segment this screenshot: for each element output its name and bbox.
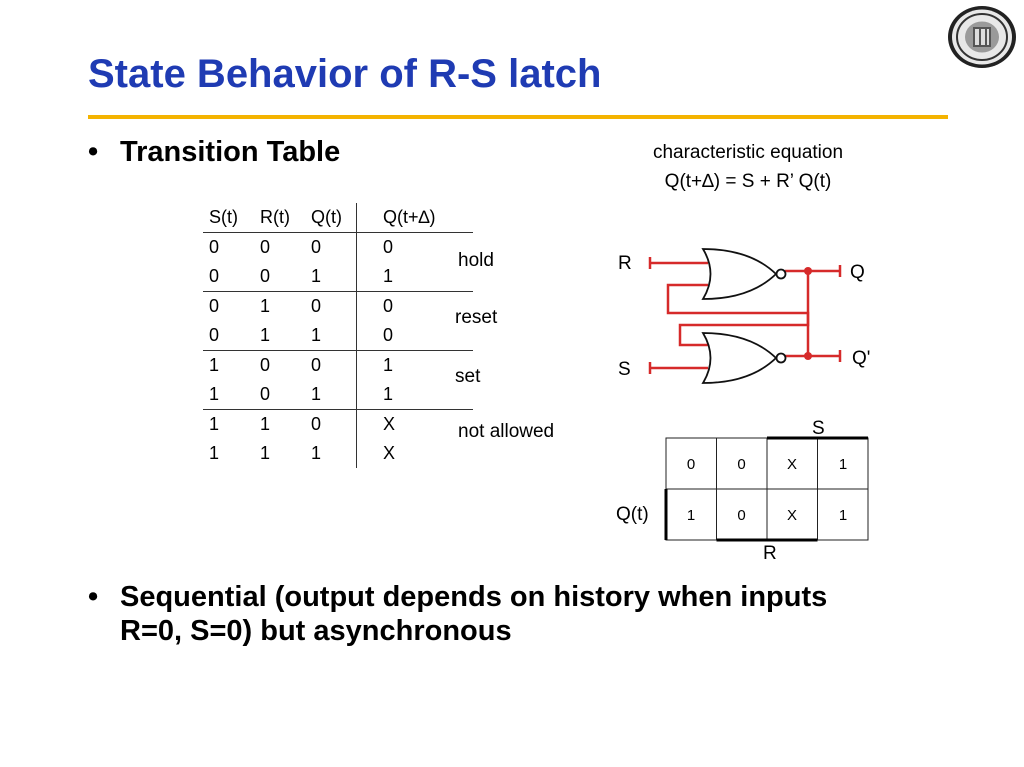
table-cell: 1 <box>260 414 271 434</box>
latch-wires <box>648 257 842 374</box>
table-cell: 1 <box>305 321 357 351</box>
table-header: R(t) <box>254 203 305 233</box>
table-row: 1 0 0 1 <box>203 350 473 380</box>
table-cell: 0 <box>254 262 305 292</box>
input-label-r: R <box>618 253 632 274</box>
table-cell: 0 <box>311 355 322 375</box>
kmap-cell: 1 <box>839 456 847 473</box>
kmap-label-s: S <box>812 418 825 439</box>
table-cell: 1 <box>203 380 254 410</box>
table-cell: 1 <box>305 262 357 292</box>
bullet-text: Sequential (output depends on history wh… <box>120 581 828 647</box>
table-cell: 1 <box>356 380 473 410</box>
table-header: Q(t+∆) <box>356 203 473 233</box>
rs-latch-diagram: R S Q Q' <box>618 248 870 384</box>
kmap-cell: 0 <box>737 507 745 524</box>
junction-dot-q-prime <box>804 352 812 360</box>
table-cell: 0 <box>260 355 271 375</box>
table-cell: 1 <box>260 443 271 463</box>
table-cell: 0 <box>356 321 473 351</box>
table-row: 0 1 0 0 <box>203 291 473 321</box>
slide-title: State Behavior of R-S latch <box>88 52 602 96</box>
equation-formula: Q(t+∆) = S + R’ Q(t) <box>664 171 832 192</box>
table-cell: 0 <box>311 237 322 257</box>
table-cell: 1 <box>260 296 271 316</box>
kmap-cell: X <box>787 507 797 524</box>
university-seal-logo <box>948 6 1016 68</box>
transition-table: S(t) R(t) Q(t) Q(t+∆) 0 0 0 0 0 0 1 1 0 … <box>203 203 473 468</box>
output-label-q-prime: Q' <box>852 348 870 369</box>
bullet-text: Transition Table <box>120 136 341 168</box>
table-cell: 0 <box>311 414 322 434</box>
kmap-cell: 1 <box>839 507 847 524</box>
kmap-cell: X <box>787 456 797 473</box>
nor-gate-upper <box>701 248 787 300</box>
table-cell: 0 <box>311 296 322 316</box>
karnaugh-map: S Q(t) R 0 0 X 1 1 0 X 1 <box>616 418 869 564</box>
table-cell: 0 <box>209 296 220 316</box>
kmap-cell: 0 <box>687 456 695 473</box>
equation-label: characteristic equation <box>652 142 844 163</box>
table-cell: 0 <box>203 262 254 292</box>
table-cell: X <box>356 409 473 439</box>
nor-gate-lower <box>701 332 787 384</box>
table-cell: 1 <box>209 443 220 463</box>
table-cell: 0 <box>254 380 305 410</box>
table-cell: 1 <box>311 443 322 463</box>
table-header: Q(t) <box>305 203 357 233</box>
table-row: 1 0 1 1 <box>203 380 473 410</box>
group-label-set: set <box>455 366 481 387</box>
kmap-label-qt: Q(t) <box>616 504 649 525</box>
table-header-row: S(t) R(t) Q(t) Q(t+∆) <box>203 203 473 233</box>
table-cell: 1 <box>209 414 220 434</box>
table-cell: X <box>356 439 473 468</box>
bullet-marker: • <box>88 581 99 613</box>
table-header: S(t) <box>203 203 254 233</box>
group-label-reset: reset <box>455 307 498 328</box>
table-cell: 0 <box>356 232 473 262</box>
table-cell: 1 <box>209 355 220 375</box>
junction-dot-q <box>804 267 812 275</box>
bullet-sequential: • Sequential (output depends on history … <box>88 580 880 648</box>
table-cell: 1 <box>356 262 473 292</box>
table-row: 1 1 0 X <box>203 409 473 439</box>
bullet-marker: • <box>88 136 99 168</box>
kmap-grid <box>665 437 869 541</box>
kmap-variable-bars <box>664 436 868 542</box>
table-cell: 0 <box>356 291 473 321</box>
table-cell: 1 <box>254 321 305 351</box>
kmap-label-r: R <box>763 543 777 564</box>
bullet-transition-table: • Transition Table <box>88 136 341 169</box>
table-row: 0 0 1 1 <box>203 262 473 292</box>
table-cell: 1 <box>356 350 473 380</box>
table-row: 1 1 1 X <box>203 439 473 468</box>
title-divider <box>88 115 948 119</box>
table-row: 0 0 0 0 <box>203 232 473 262</box>
table-row: 0 1 1 0 <box>203 321 473 351</box>
kmap-cell: 1 <box>687 507 695 524</box>
table-cell: 0 <box>203 321 254 351</box>
table-cell: 0 <box>260 237 271 257</box>
output-label-q: Q <box>850 262 865 283</box>
characteristic-equation: characteristic equation Q(t+∆) = S + R’ … <box>600 138 896 196</box>
group-label-hold: hold <box>458 250 494 271</box>
table-cell: 0 <box>209 237 220 257</box>
kmap-cell: 0 <box>737 456 745 473</box>
input-label-s: S <box>618 359 631 380</box>
table-cell: 1 <box>305 380 357 410</box>
group-label-not-allowed: not allowed <box>458 421 555 442</box>
